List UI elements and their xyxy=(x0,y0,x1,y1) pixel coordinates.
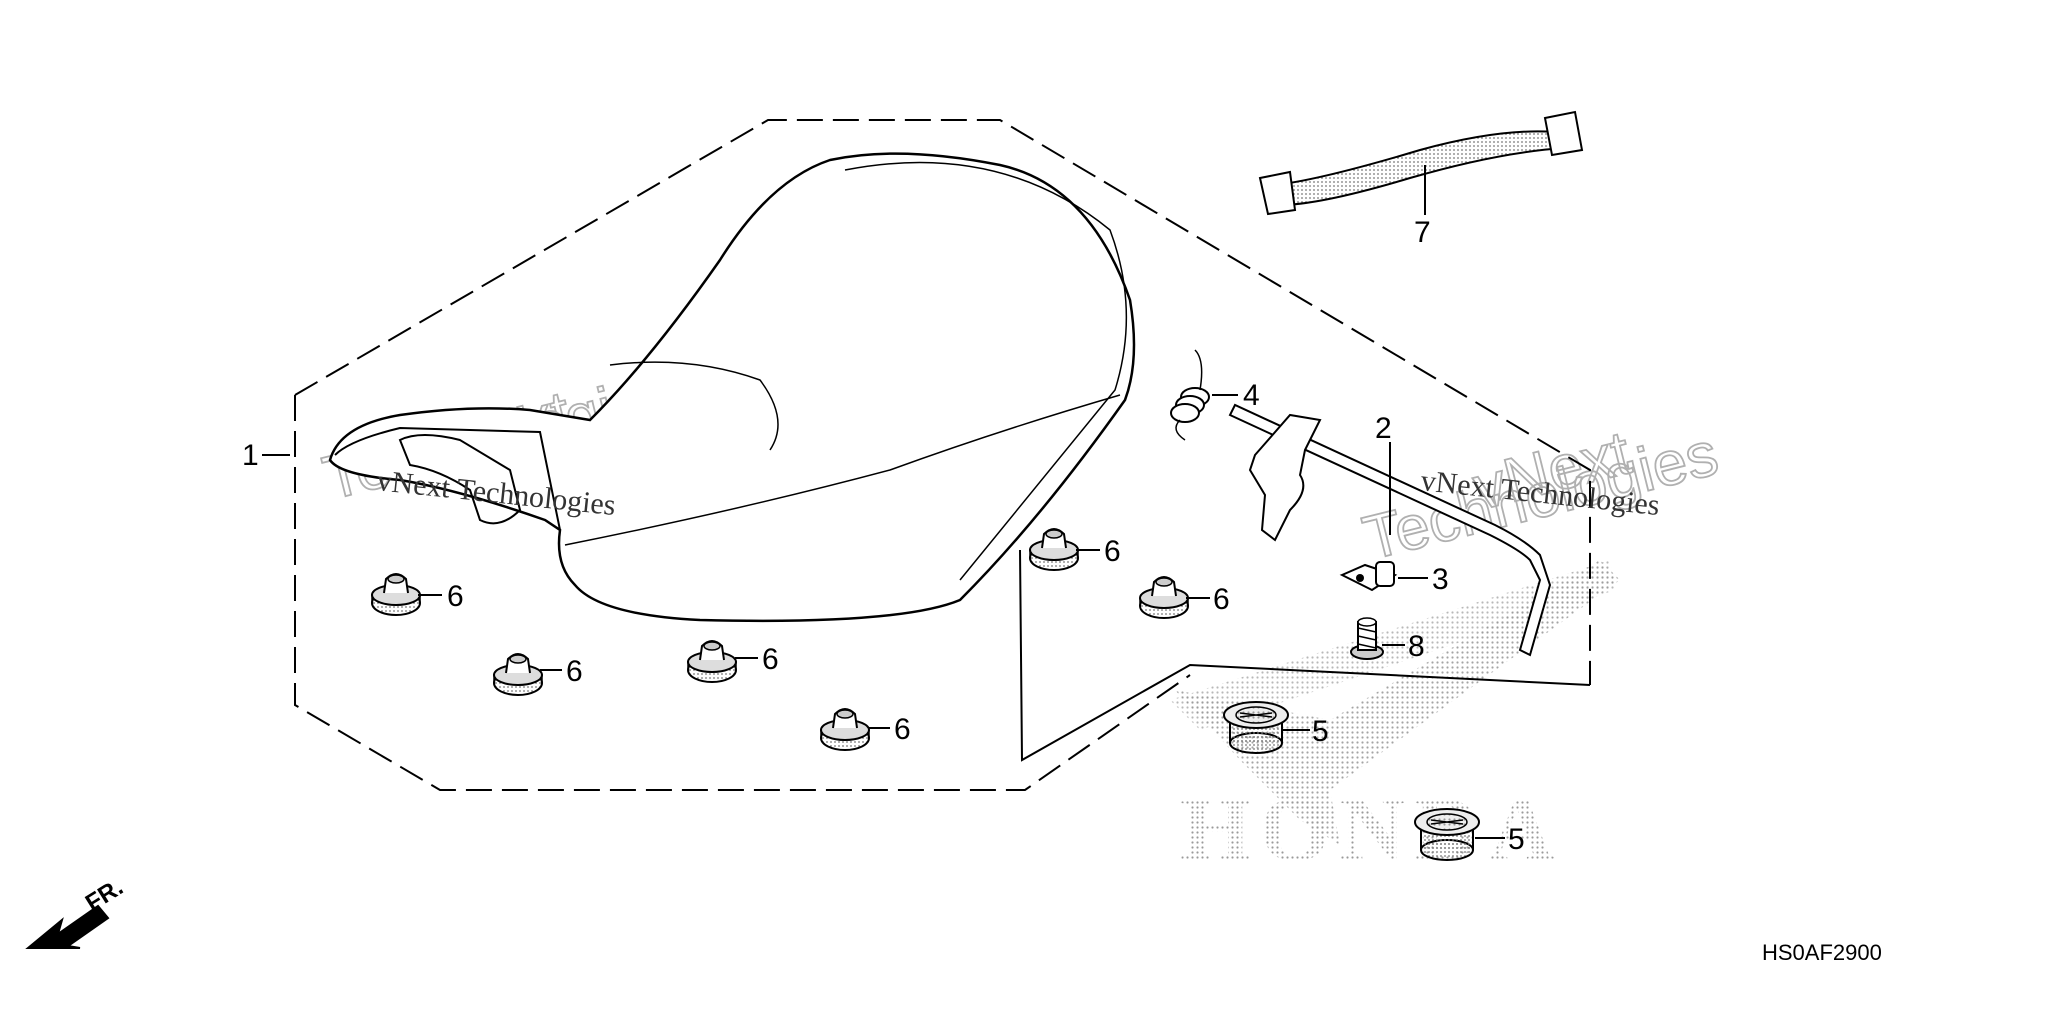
callout-damper-d: 6 xyxy=(566,655,583,688)
seat-lower-edge xyxy=(564,394,1121,546)
damper-e xyxy=(687,640,737,683)
callout-damper-c: 6 xyxy=(1213,583,1230,616)
damper-d xyxy=(493,653,543,696)
damper-f xyxy=(820,708,870,751)
strap-left-buckle xyxy=(1258,170,1297,216)
front-indicator-label: FR. xyxy=(81,874,128,917)
callout-damper-e: 6 xyxy=(762,643,779,676)
assembly-boundary xyxy=(294,119,1591,791)
seat-front-latch xyxy=(398,434,522,525)
hook-plate xyxy=(1248,413,1322,542)
callout-seat: 1 xyxy=(242,439,259,472)
damper-b xyxy=(1029,528,1079,571)
seat-strap xyxy=(1258,110,1584,216)
strap-right-buckle xyxy=(1543,110,1584,157)
callout-damper-f: 6 xyxy=(894,713,911,746)
hook-rod xyxy=(1228,403,1552,657)
grommet-b xyxy=(1414,808,1480,861)
clip xyxy=(1339,561,1398,592)
front-arrow-icon xyxy=(25,904,110,949)
callout-strap: 7 xyxy=(1414,216,1431,249)
seat-hook xyxy=(1228,403,1552,657)
seat-base-pan xyxy=(334,426,561,531)
damper-a xyxy=(371,573,421,616)
front-indicator: FR. xyxy=(25,874,128,949)
callout-bolt: 8 xyxy=(1408,630,1425,663)
damper-c xyxy=(1139,576,1189,619)
leader-lines xyxy=(262,165,1591,839)
seat-assembly xyxy=(328,152,1136,623)
seat-piping xyxy=(844,161,1128,581)
torsion-spring xyxy=(1170,349,1210,441)
reference-code: HS0AF2900 xyxy=(1762,940,1882,965)
callout-damper-a: 6 xyxy=(447,580,464,613)
callout-damper-b: 6 xyxy=(1104,535,1121,568)
callout-spring: 4 xyxy=(1243,379,1260,412)
callout-hook: 2 xyxy=(1375,412,1392,445)
callout-grommet-b: 5 xyxy=(1508,823,1525,856)
seat-crease xyxy=(609,361,779,451)
seat-cushion xyxy=(328,152,1136,623)
brand-watermark-text: HONDA xyxy=(1180,778,1562,880)
grommet-a xyxy=(1223,701,1289,754)
callout-clip: 3 xyxy=(1432,563,1449,596)
wing-watermark xyxy=(1175,560,1620,845)
bolt xyxy=(1350,617,1384,660)
callout-grommet-a: 5 xyxy=(1312,715,1329,748)
strap-body xyxy=(1273,130,1567,207)
